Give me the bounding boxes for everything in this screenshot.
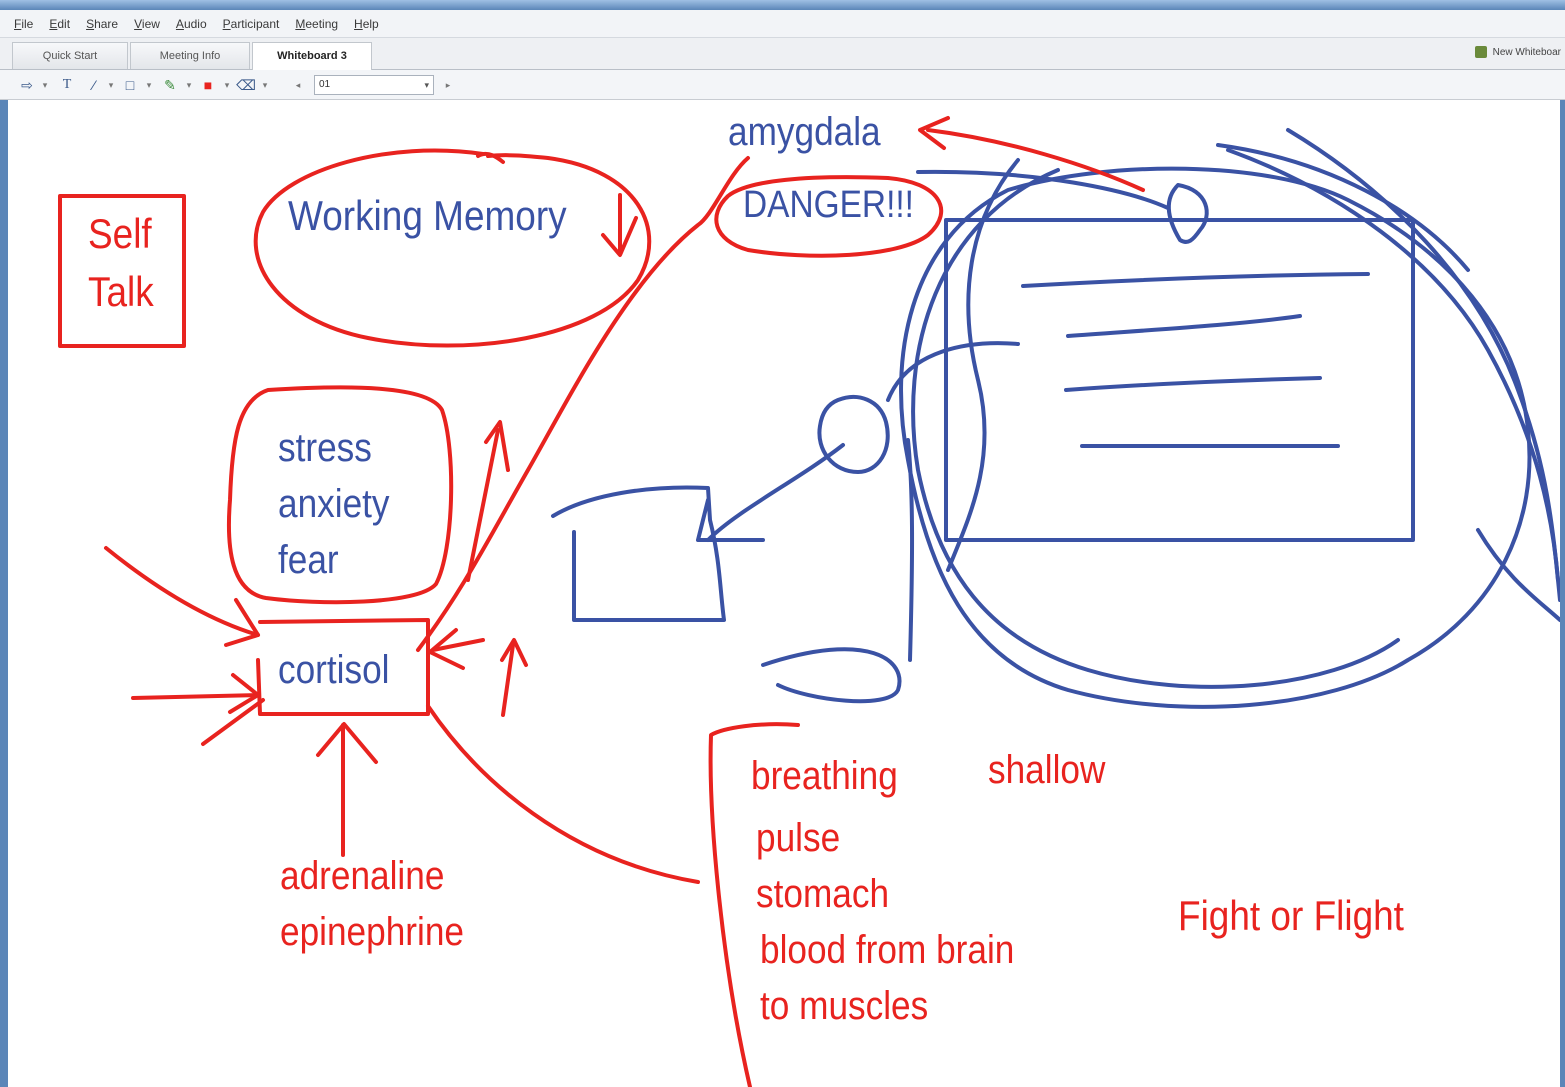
menu-participant[interactable]: Participant [222, 16, 280, 31]
up-arrow-2-head [500, 638, 528, 667]
pulse-label: pulse [756, 816, 841, 860]
brain-line-3 [1064, 376, 1322, 392]
in-arrow-2-head [228, 673, 260, 714]
danger-to-cortisol [416, 156, 750, 652]
whiteboard-toolbar: ⇨ ▾ T ⁄ ▾ □ ▾ ✎ ▾ ■ ▾ ⌫ ▾ ◂ 01 ▾ ▸ [0, 70, 1565, 100]
text-icon[interactable]: T [62, 77, 72, 92]
menu-file[interactable]: File [14, 16, 34, 31]
prev-page-icon[interactable]: ◂ [295, 80, 301, 90]
page-select-chevron-icon: ▾ [424, 80, 429, 90]
adrenaline-arrow-head [316, 722, 378, 764]
up-arrow-2-shaft [501, 643, 515, 717]
stress-label: stress [278, 426, 372, 470]
whiteboard-drawing [58, 116, 1560, 1087]
menu-help[interactable]: Help [354, 16, 379, 31]
tab-quick-start[interactable]: Quick Start [12, 42, 128, 69]
fight-or-flight-label: Fight or Flight [1178, 892, 1404, 939]
to-muscles-label: to muscles [760, 984, 929, 1028]
up-arrow-1-head [484, 420, 510, 472]
window-title-bar [0, 0, 1565, 10]
cortisol-label: cortisol [278, 648, 390, 692]
whiteboard-canvas[interactable]: Self Talk adrenaline epinephrine breathi… [8, 100, 1560, 1087]
pointer-icon[interactable]: ⇨ [21, 77, 33, 93]
neck-line [906, 438, 915, 662]
jaw-curve [761, 647, 902, 704]
eraser-dropdown-icon[interactable]: ▾ [262, 80, 268, 90]
working-memory-ellipse [253, 148, 652, 348]
page-select[interactable]: 01 ▾ [314, 75, 434, 95]
anxiety-label: anxiety [278, 482, 390, 526]
working-memory-label: Working Memory [288, 192, 567, 239]
pen-dropdown-icon[interactable]: ▾ [186, 80, 192, 90]
adrenaline-label: adrenaline [280, 854, 445, 898]
epinephrine-label: epinephrine [280, 910, 464, 954]
fear-label: fear [278, 538, 339, 582]
in-arrow-2 [131, 693, 260, 700]
brain-box [944, 218, 1415, 542]
menu-share[interactable]: Share [86, 16, 119, 31]
head-outline-2 [911, 168, 1400, 689]
menu-meeting[interactable]: Meeting [295, 16, 339, 31]
stress-box [226, 385, 454, 605]
danger-ellipse [714, 175, 943, 258]
pen-icon[interactable]: ✎ [164, 77, 176, 93]
gland-link-2 [706, 443, 845, 542]
amygdala-link [916, 169, 1170, 210]
kidney-box [551, 485, 726, 622]
breathing-label: breathing [751, 754, 898, 798]
in-arrow-3 [201, 698, 265, 746]
menu-audio[interactable]: Audio [175, 16, 207, 31]
gland-oval [817, 395, 890, 474]
kidney-arrow [696, 498, 765, 542]
shallow-label: shallow [988, 748, 1106, 792]
in-arrow-4 [431, 638, 485, 652]
brain-line-2 [1066, 314, 1302, 338]
hair-strand-5 [1476, 528, 1560, 622]
rectangle-dropdown-icon[interactable]: ▾ [146, 80, 152, 90]
in-arrow-1 [104, 546, 260, 637]
cortisol-to-symptoms [426, 704, 700, 884]
new-whiteboard-icon [1474, 46, 1487, 58]
menu-edit[interactable]: Edit [49, 16, 71, 31]
working-memory-hook [476, 151, 505, 164]
new-whiteboard-label: New Whiteboar [1492, 46, 1561, 58]
menu-view[interactable]: View [134, 16, 160, 31]
symptoms-bracket [708, 722, 800, 1087]
talk-label: Talk [88, 268, 154, 315]
color-icon[interactable]: ■ [203, 77, 213, 93]
stomach-label: stomach [756, 872, 890, 916]
amygdala-shape [1166, 183, 1209, 244]
amygdala-arrow-line [926, 128, 1145, 192]
eraser-icon[interactable]: ⌫ [236, 77, 256, 93]
tab-whiteboard[interactable]: Whiteboard 3 [252, 42, 372, 71]
self-label: Self [88, 210, 152, 257]
hair-strand-3 [1286, 128, 1560, 602]
self-talk-box [58, 194, 186, 348]
line-icon[interactable]: ⁄ [92, 77, 96, 93]
tab-bar: Quick Start Meeting Info Whiteboard 3 Ne… [0, 38, 1565, 71]
down-arrow-head [601, 216, 638, 257]
brain-line-1 [1021, 272, 1370, 288]
in-arrow-4-head [428, 628, 465, 670]
new-whiteboard-button[interactable]: New Whiteboar [1474, 46, 1561, 58]
amygdala-label: amygdala [728, 110, 881, 154]
in-arrow-1-head [224, 598, 260, 647]
next-page-icon[interactable]: ▸ [445, 80, 451, 90]
pointer-dropdown-icon[interactable]: ▾ [42, 80, 48, 90]
up-arrow-1-shaft [466, 428, 500, 582]
blood-from-brain-label: blood from brain [760, 928, 1015, 972]
color-dropdown-icon[interactable]: ▾ [224, 80, 230, 90]
gland-link [886, 341, 1020, 402]
line-dropdown-icon[interactable]: ▾ [108, 80, 114, 90]
danger-label: DANGER!!! [743, 184, 914, 226]
hair-strand-4 [1216, 143, 1470, 272]
tab-meeting-info[interactable]: Meeting Info [130, 42, 250, 69]
menu-bar: File Edit Share View Audio Participant M… [0, 10, 1565, 38]
amygdala-arrow-head [918, 116, 950, 150]
rectangle-icon[interactable]: □ [125, 77, 135, 93]
